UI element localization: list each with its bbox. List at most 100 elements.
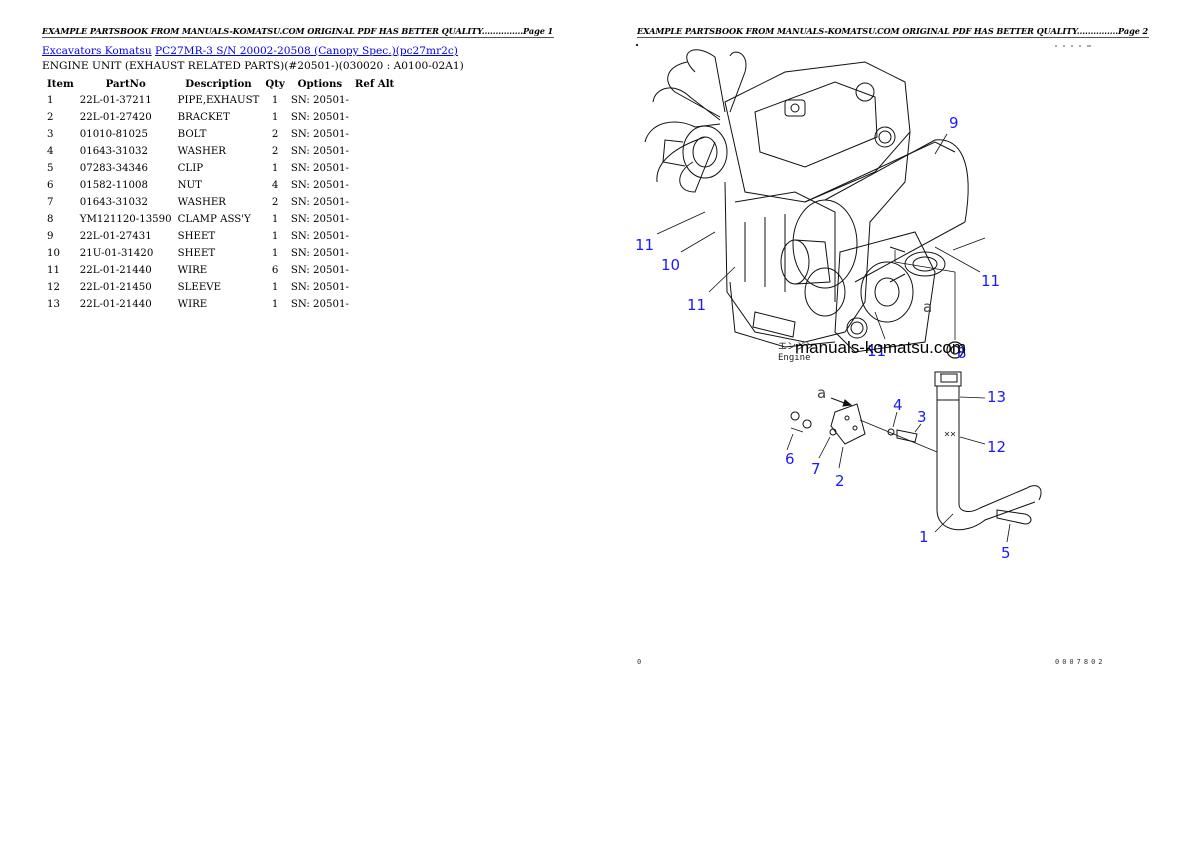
cell-refalt xyxy=(352,228,397,245)
cell-partno: 22L-01-21450 xyxy=(79,282,152,293)
cell-item: 2 xyxy=(47,112,54,123)
column-header-description: Description xyxy=(185,78,252,90)
cell-qty: 2 xyxy=(271,197,279,208)
column-header-qty: Qty xyxy=(265,78,285,90)
callout-label: 2 xyxy=(835,472,845,490)
page-1: EXAMPLE PARTSBOOK FROM MANUALS-KOMATSU.C… xyxy=(42,26,554,313)
cell-qty: 2 xyxy=(271,146,279,157)
cell-partno: 22L-01-21440 xyxy=(79,265,152,276)
cell-description: PIPE,EXHAUST xyxy=(177,95,260,106)
drawing-code-left: 0 xyxy=(637,658,645,666)
cell-qty: 4 xyxy=(271,180,279,191)
table-row: 8 YM121120-13590 CLAMP ASS'Y 1 SN: 20501- xyxy=(44,211,397,228)
cell-item: 6 xyxy=(47,180,54,191)
cell-item: 10 xyxy=(47,248,60,259)
cell-item: 8 xyxy=(47,214,54,225)
cell-qty: 1 xyxy=(271,231,279,242)
cell-partno: 22L-01-27431 xyxy=(79,231,152,242)
callout-label: 10 xyxy=(661,256,681,274)
cell-refalt xyxy=(352,92,397,109)
cell-item: 9 xyxy=(47,231,54,242)
engine-drawing-icon xyxy=(635,43,1091,543)
cell-refalt xyxy=(352,109,397,126)
cell-description: SLEEVE xyxy=(177,282,222,293)
cell-options: SN: 20501- xyxy=(290,146,349,157)
cell-description: CLAMP ASS'Y xyxy=(177,214,251,225)
cell-options: SN: 20501- xyxy=(290,197,349,208)
cell-partno: 01643-31032 xyxy=(79,146,148,157)
cell-partno: 01643-31032 xyxy=(79,197,148,208)
page-header: EXAMPLE PARTSBOOK FROM MANUALS-KOMATSU.C… xyxy=(42,26,554,36)
callout-label: 8 xyxy=(957,344,967,362)
section-title: ENGINE UNIT (EXHAUST RELATED PARTS)(#205… xyxy=(42,60,464,72)
cell-options: SN: 20501- xyxy=(290,214,349,225)
cell-qty: 2 xyxy=(271,129,279,140)
cell-options: SN: 20501- xyxy=(290,180,349,191)
cell-qty: 1 xyxy=(271,112,279,123)
cell-options: SN: 20501- xyxy=(290,231,349,242)
column-header-item: Item xyxy=(47,78,74,90)
cell-description: SHEET xyxy=(177,248,216,259)
cell-item: 4 xyxy=(47,146,54,157)
header-divider xyxy=(42,37,554,38)
cell-item: 3 xyxy=(47,129,54,140)
callout-label: 9 xyxy=(949,114,959,132)
cell-refalt xyxy=(352,143,397,160)
cell-qty: 1 xyxy=(271,163,279,174)
breadcrumb-link-model[interactable]: PC27MR-3 S/N 20002-20508 (Canopy Spec.)(… xyxy=(155,45,458,57)
cell-description: CLIP xyxy=(177,163,204,174)
callout-label: 1 xyxy=(919,528,929,546)
cell-item: 1 xyxy=(47,95,54,106)
cell-item: 13 xyxy=(47,299,60,310)
cell-options: SN: 20501- xyxy=(290,265,349,276)
cell-partno: 22L-01-37211 xyxy=(79,95,152,106)
cell-description: BRACKET xyxy=(177,112,230,123)
cell-partno: 22L-01-27420 xyxy=(79,112,152,123)
cell-refalt xyxy=(352,126,397,143)
reference-letter: a xyxy=(923,298,933,316)
table-header-row: Item PartNo Description Qty Options Ref … xyxy=(44,76,397,92)
cell-partno: YM121120-13590 xyxy=(79,214,172,225)
cell-options: SN: 20501- xyxy=(290,282,349,293)
cell-item: 11 xyxy=(47,265,60,276)
cell-options: SN: 20501- xyxy=(290,163,349,174)
cell-qty: 1 xyxy=(271,282,279,293)
callout-label: 3 xyxy=(917,408,927,426)
cell-refalt xyxy=(352,211,397,228)
cell-qty: 1 xyxy=(271,299,279,310)
column-header-partno: PartNo xyxy=(105,78,146,90)
cell-partno: 01582-11008 xyxy=(79,180,148,191)
cell-refalt xyxy=(352,296,397,313)
cell-refalt xyxy=(352,177,397,194)
engine-label-jp: エンジン xyxy=(778,342,815,352)
callout-label: 7 xyxy=(811,460,821,478)
cell-refalt xyxy=(352,262,397,279)
callout-label: 5 xyxy=(1001,544,1011,562)
cell-partno: 01010-81025 xyxy=(79,129,148,140)
cell-partno: 21U-01-31420 xyxy=(79,248,154,259)
cell-options: SN: 20501- xyxy=(290,299,349,310)
cell-refalt xyxy=(352,194,397,211)
watermark: manuals-komatsu.com xyxy=(795,338,967,357)
drawing-code-right: 0007802 xyxy=(1055,658,1106,666)
cell-description: WIRE xyxy=(177,299,208,310)
cell-qty: 1 xyxy=(271,248,279,259)
cell-refalt xyxy=(352,279,397,296)
engine-label-en: Engine xyxy=(778,353,811,363)
cell-qty: 1 xyxy=(271,214,279,225)
column-header-refalt: Ref Alt xyxy=(354,78,395,90)
cell-description: WASHER xyxy=(177,197,226,208)
cell-item: 5 xyxy=(47,163,54,174)
breadcrumb-link-category[interactable]: Excavators Komatsu xyxy=(42,45,152,57)
